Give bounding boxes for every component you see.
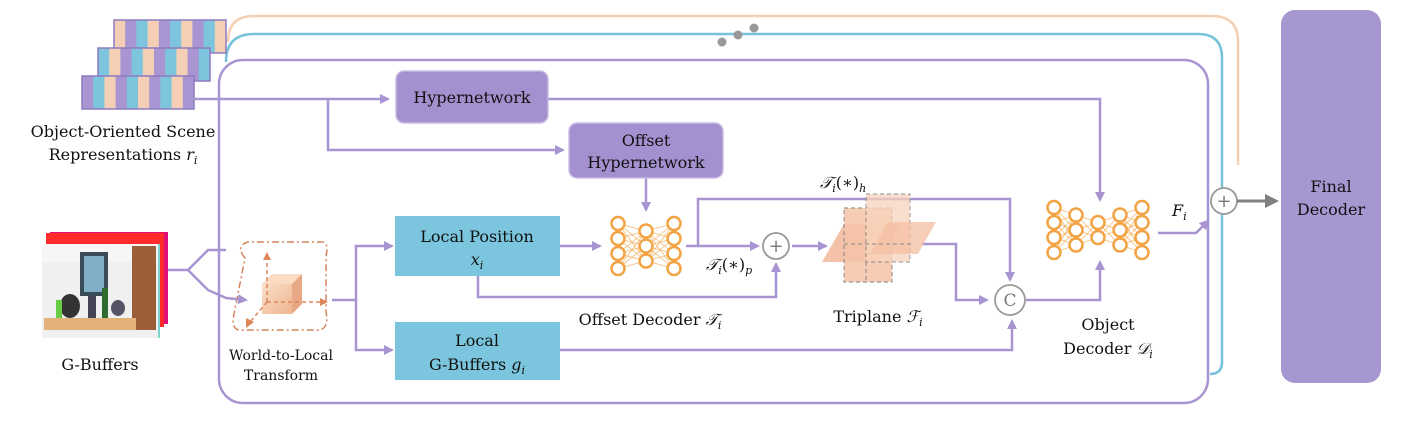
svg-text:C: C <box>1003 291 1016 311</box>
triplane-icon <box>822 193 936 283</box>
sum-operator-icon: + <box>1210 187 1238 215</box>
t-p-label: 𝒯i(∗)p <box>706 255 752 277</box>
gbuffers-label: G-Buffers <box>61 355 138 374</box>
final-decoder-label-1: Final <box>1310 177 1351 196</box>
final-decoder-box <box>1281 10 1381 383</box>
object-decoder-label-2: Decoder 𝒟i <box>1063 339 1153 361</box>
scene-representation-label-2: Representations ri <box>49 145 198 167</box>
local-gbuffers-box <box>395 322 560 380</box>
world-to-local-label-2: Transform <box>244 368 318 384</box>
peach-loop-frame <box>226 14 1240 165</box>
connectors <box>168 94 1210 355</box>
scene-representation-stack <box>81 19 227 110</box>
offset-hypernetwork-label-1: Offset <box>622 131 671 150</box>
local-cube-icon <box>246 252 328 328</box>
local-position-box <box>395 216 560 276</box>
local-position-var: xi <box>471 250 484 272</box>
object-decoder-network-icon <box>1046 199 1150 261</box>
final-decoder-label-2: Decoder <box>1297 200 1366 219</box>
local-gbuffers-label-2: G-Buffers gi <box>429 355 525 377</box>
ellipsis-dots <box>717 23 759 47</box>
object-decoder-label-1: Object <box>1081 315 1135 334</box>
scene-representation-label-1: Object-Oriented Scene <box>31 122 216 141</box>
local-gbuffers-label-1: Local <box>455 331 499 350</box>
offset-hypernetwork-label-2: Hypernetwork <box>587 153 705 172</box>
hypernetwork-box <box>395 70 549 124</box>
offset-decoder-label: Offset Decoder 𝒯i <box>579 310 723 332</box>
t-h-label: 𝒯i(∗)h <box>820 173 866 195</box>
add-operator-icon: + <box>762 232 790 260</box>
offset-decoder-network-icon <box>610 215 682 277</box>
offset-hypernetwork-box <box>568 122 724 179</box>
hypernetwork-label: Hypernetwork <box>413 88 531 107</box>
concat-operator-icon: C <box>994 284 1026 316</box>
world-to-local-transform <box>232 241 328 331</box>
feature-label: Fi <box>1171 201 1187 223</box>
gbuffer-image-icon <box>42 232 168 338</box>
triplane-label: Triplane ℱi <box>833 307 922 329</box>
main-object-frame <box>217 58 1210 405</box>
svg-text:+: + <box>1216 191 1231 212</box>
world-to-local-label-1: World-to-Local <box>229 348 333 364</box>
svg-text:+: + <box>768 236 783 257</box>
blue-loop-frame <box>224 32 1224 376</box>
local-position-label: Local Position <box>420 227 534 246</box>
